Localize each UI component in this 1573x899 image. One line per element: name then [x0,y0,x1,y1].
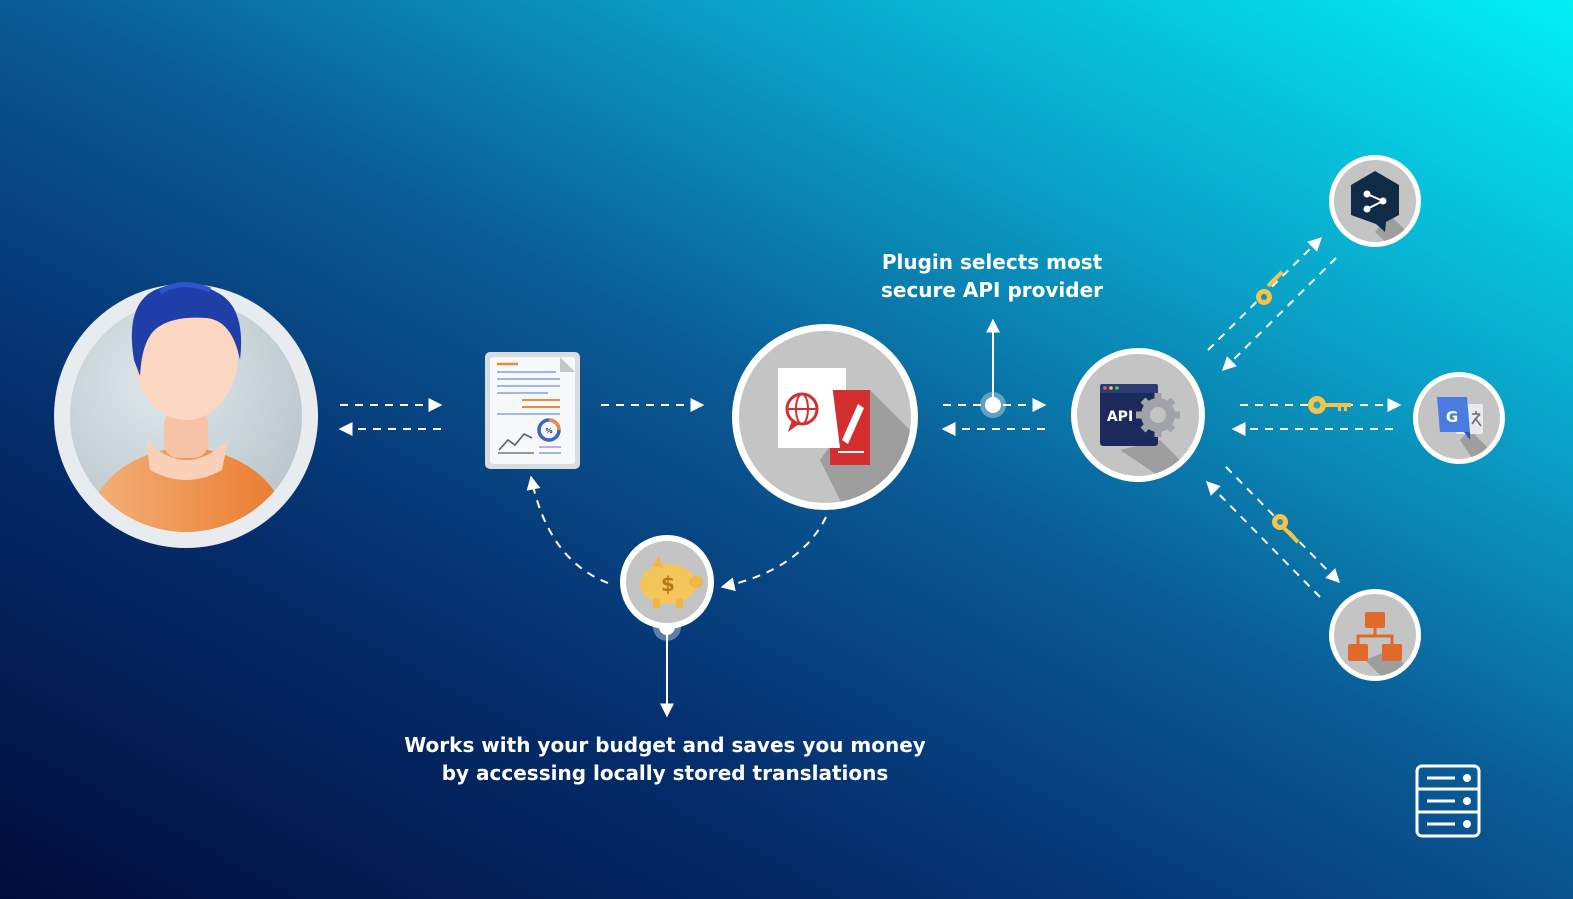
google-glyph: G [1446,408,1458,426]
key-icon [1256,270,1284,305]
api-selection-caption-line2: secure API provider [880,278,1104,302]
piggy-bank-icon: $ [620,535,714,629]
document-badge: % [545,427,552,435]
server-icon [1415,764,1481,838]
hierarchy-provider-icon [1329,589,1421,681]
deepl-to-api-arrow [1222,257,1337,371]
api-gear-icon: API [1071,348,1205,482]
hierarchy-to-api-arrow [1206,481,1321,598]
api-selection-caption-line1: Plugin selects most [881,250,1103,274]
api-callout-pin [980,318,1006,418]
budget-caption-line2: by accessing locally stored translations [441,761,889,785]
key-icon [1272,514,1300,544]
translation-plugin-icon [732,324,918,510]
piggy-to-document-arrow [526,475,609,584]
piggy-bank-symbol: $ [661,572,675,596]
key-icon [1308,396,1351,414]
api-window-label: API [1107,409,1133,425]
api-selection-caption: Plugin selects most secure API provider [832,248,1152,304]
document-icon: % [485,352,580,469]
deepl-share-icon [1329,155,1421,247]
google-translate-icon: G [1413,372,1505,464]
budget-caption: Works with your budget and saves you mon… [345,731,985,787]
budget-caption-line1: Works with your budget and saves you mon… [404,733,926,757]
plugin-to-piggy-arrow [720,516,827,592]
user-avatar-icon [54,282,318,548]
